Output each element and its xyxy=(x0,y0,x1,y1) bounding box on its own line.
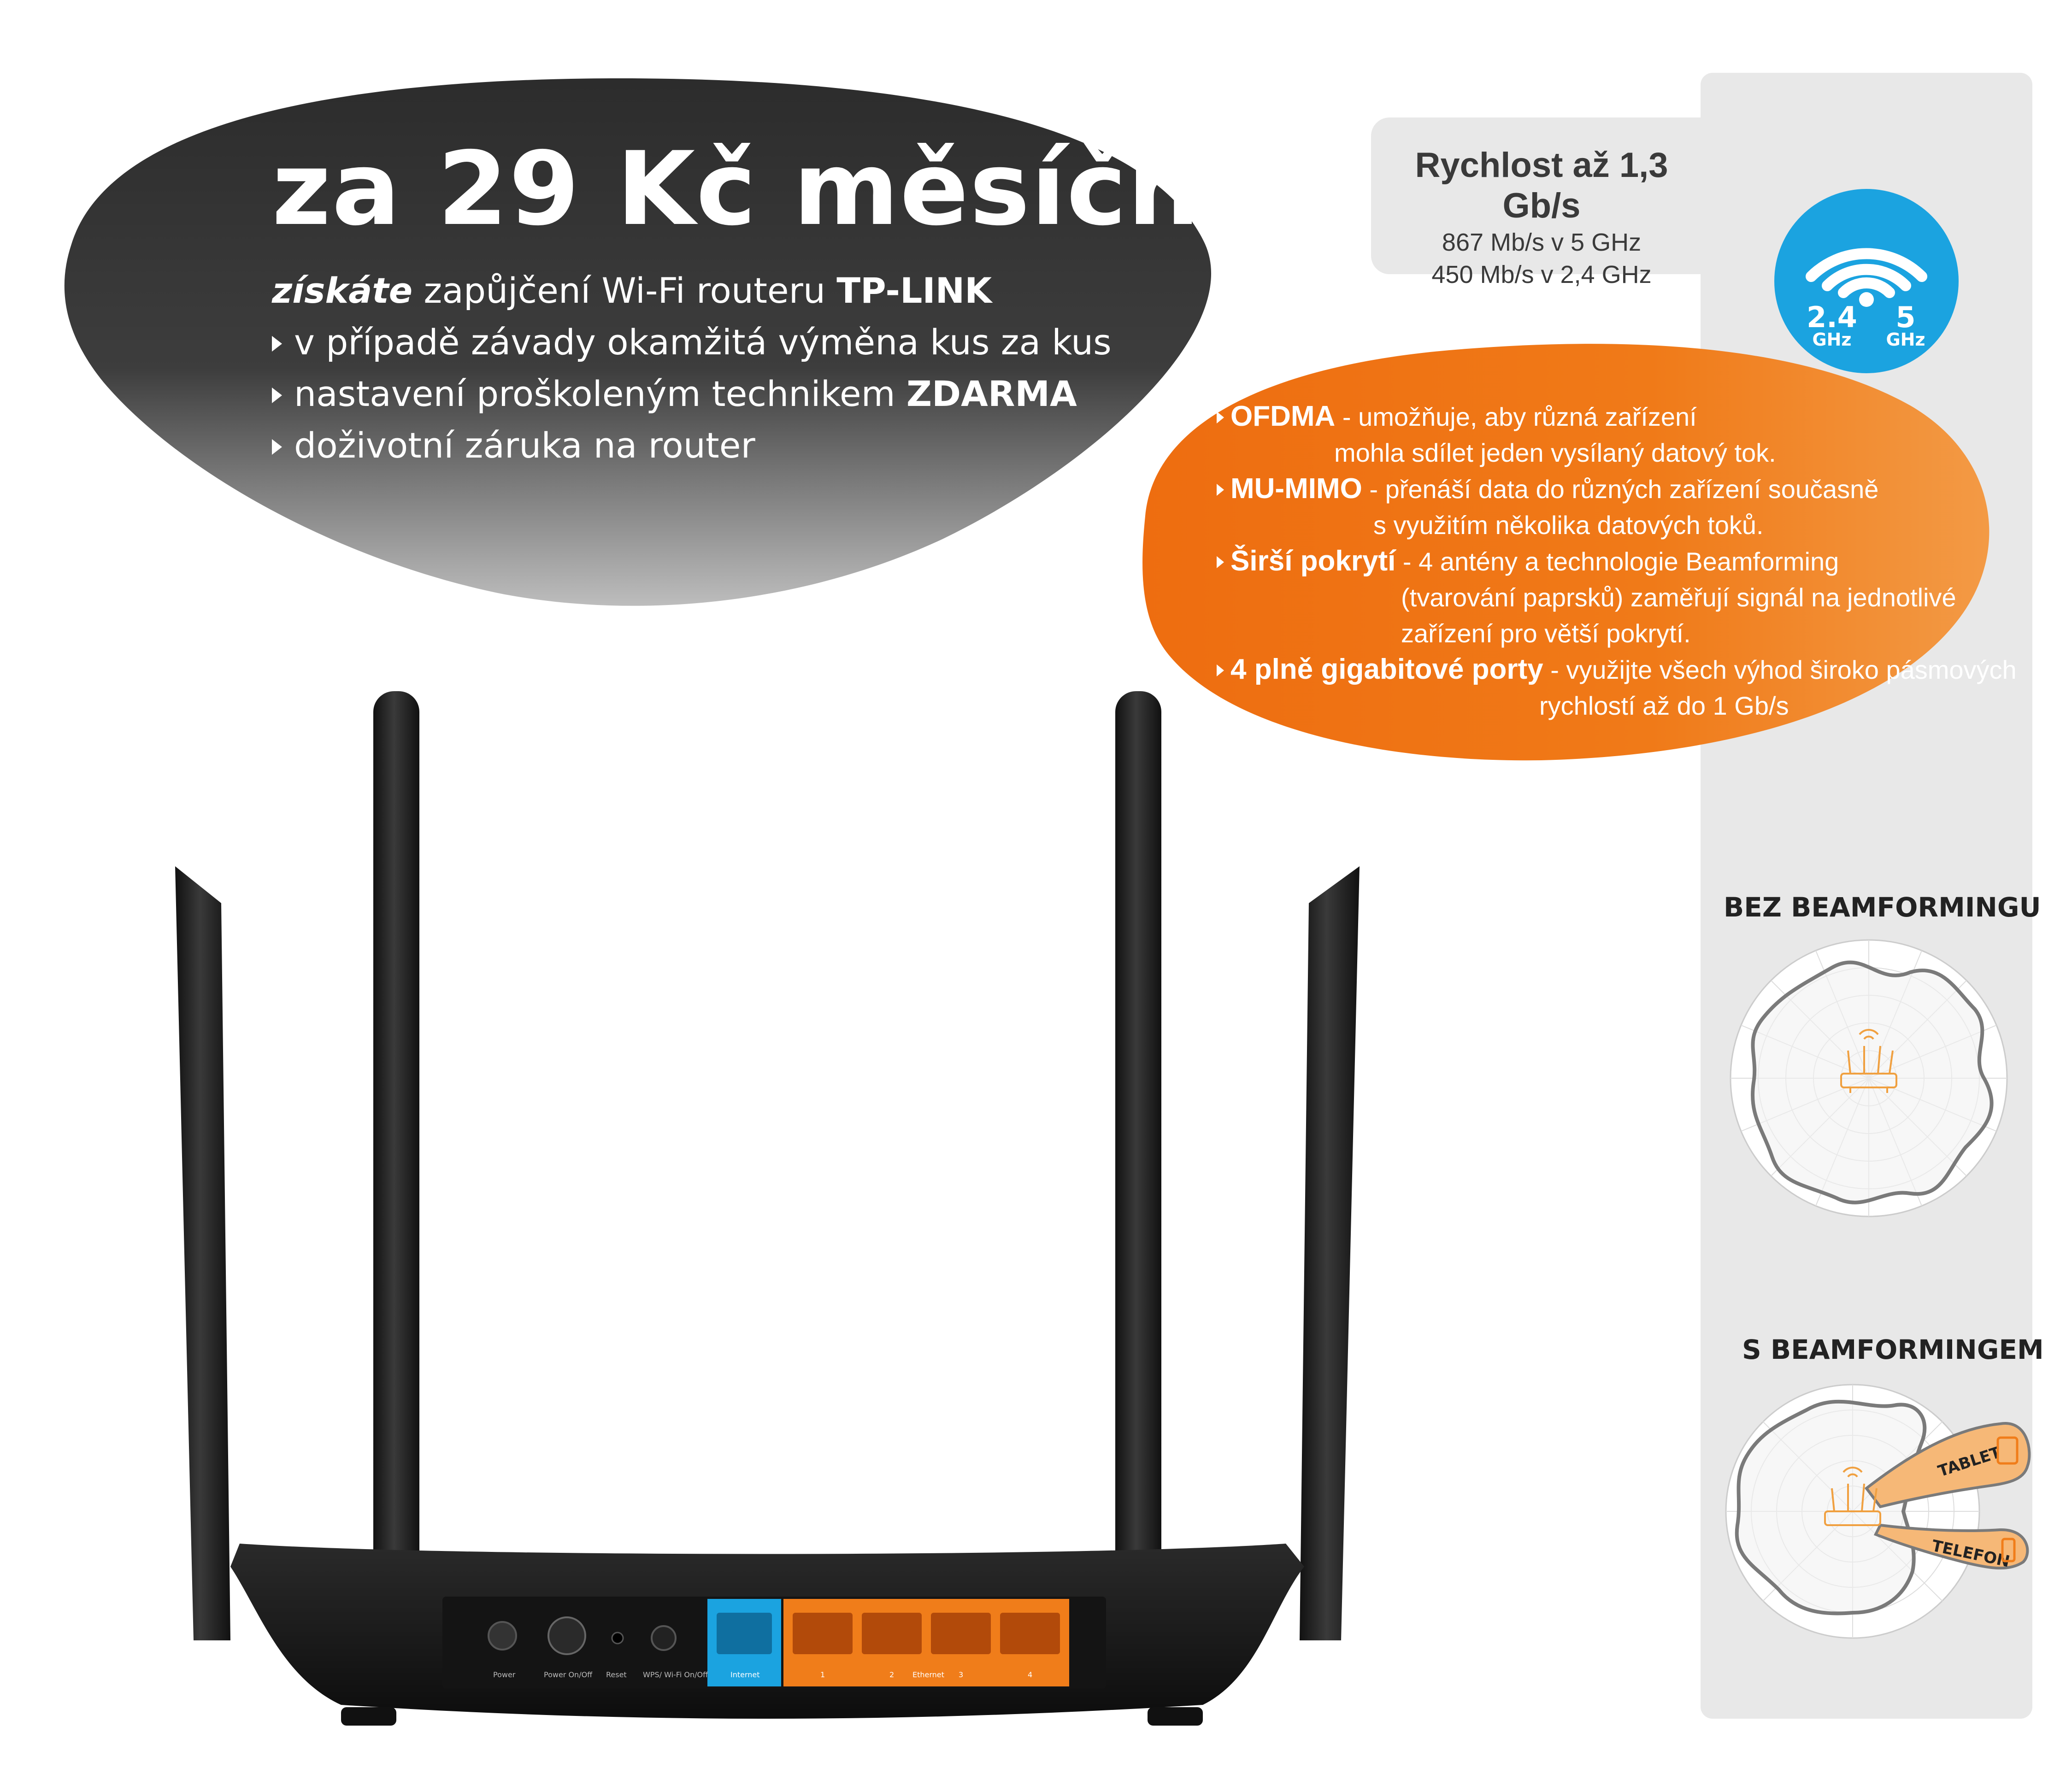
promo-line-setup: nastavení proškoleným technikem ZDARMA xyxy=(272,368,1148,420)
promo-line2-text: v případě závady okamžitá výměna kus za … xyxy=(294,322,1112,363)
feature-mumimo-desc2: s využitím několika datových toků. xyxy=(1373,511,1764,540)
features-blob xyxy=(1142,344,1990,761)
feature-ofdma-title: OFDMA xyxy=(1230,400,1336,432)
coverage-shape xyxy=(1751,960,1994,1204)
without-beamforming-diagram xyxy=(1730,939,2008,1217)
speed-24ghz: 450 Mb/s v 2,4 GHz xyxy=(1431,261,1652,288)
feature-ofdma: OFDMA - umožňuje, aby různá zařízení xyxy=(1217,399,2017,435)
label-power: Power xyxy=(493,1670,516,1679)
speed-info: Rychlost až 1,3 Gb/s 867 Mb/s v 5 GHz 45… xyxy=(1380,145,1703,291)
antenna-inner-right xyxy=(1115,691,1161,1640)
router-foot-right xyxy=(1148,1707,1203,1726)
feature-ofdma-desc2: mohla sdílet jeden vysílaný datový tok. xyxy=(1334,438,1776,467)
promo-line1-mid: zapůjčení Wi-Fi routeru xyxy=(412,270,837,311)
wps-button xyxy=(651,1625,677,1651)
label-reset: Reset xyxy=(606,1670,627,1679)
feature-mumimo-desc: - přenáší data do různých zařízení souča… xyxy=(1362,475,1879,504)
promo-line3-text: nastavení proškoleným technikem xyxy=(294,373,906,414)
feature-ofdma-desc: - umožňuje, aby různá zařízení xyxy=(1335,402,1697,431)
feature-coverage-desc3: zařízení pro větší pokrytí. xyxy=(1401,619,1691,648)
feature-coverage-desc: - 4 antény a technologie Beamforming xyxy=(1395,547,1839,576)
band-5-unit: GHz xyxy=(1886,329,1925,350)
band-24: 2.4 xyxy=(1807,300,1857,334)
label-wps: WPS/ Wi-Fi On/Off xyxy=(643,1670,708,1679)
with-beamforming-diagram: TABLET TELEFON xyxy=(1725,1384,2031,1639)
without-beamforming-title: BEZ BEAMFORMINGU xyxy=(1724,892,2041,923)
label-lan3: 3 xyxy=(959,1670,963,1679)
label-lan4: 4 xyxy=(1028,1670,1032,1679)
wifi-dot xyxy=(1859,292,1874,307)
promo-line1-bold: získáte xyxy=(272,270,413,311)
power-button xyxy=(547,1616,586,1655)
feature-mumimo-title: MU-MIMO xyxy=(1230,473,1362,505)
speed-title: Rychlost až 1,3 Gb/s xyxy=(1415,146,1668,225)
bullet-triangle-icon xyxy=(1217,484,1224,496)
feature-mumimo: MU-MIMO - přenáší data do různých zaříze… xyxy=(1217,471,2017,507)
band-5: 5 xyxy=(1895,300,1915,334)
label-lan2: 2 xyxy=(889,1670,894,1679)
promo-line1-brand: TP-LINK xyxy=(836,270,992,311)
bullet-triangle-icon xyxy=(1217,556,1224,568)
promo-text: za 29 Kč měsíčně získáte zapůjčení Wi-Fi… xyxy=(272,130,1271,471)
tablet-beam xyxy=(1864,1422,2031,1509)
feature-ports-desc: - využijte všech výhod široko pásmových xyxy=(1543,655,2017,684)
label-power-onoff: Power On/Off xyxy=(544,1670,593,1679)
router-icon xyxy=(1840,1029,1897,1093)
speed-box xyxy=(1371,117,1800,274)
router-foot-left xyxy=(341,1707,396,1726)
bullet-triangle-icon xyxy=(272,388,282,403)
reset-hole xyxy=(611,1632,624,1645)
feature-coverage-desc2: (tvarování paprsků) zaměřují signál na j… xyxy=(1401,583,1956,612)
feature-coverage: Širší pokrytí - 4 antény a technologie B… xyxy=(1217,543,2017,580)
with-beamforming-title: S BEAMFORMINGEM xyxy=(1742,1334,2044,1365)
promo-line-warranty: doživotní záruka na router xyxy=(272,420,1148,471)
promo-blob xyxy=(64,78,1212,606)
antenna-outer-right xyxy=(1300,866,1360,1640)
bullet-triangle-icon xyxy=(1217,411,1224,423)
coverage-shape xyxy=(1735,1399,1927,1615)
label-lan1: 1 xyxy=(820,1670,825,1679)
phone-icon xyxy=(2001,1538,2016,1562)
antenna-inner-left xyxy=(373,691,419,1640)
router-image: Power Power On/Off Reset WPS/ Wi-Fi On/O… xyxy=(175,691,1360,1726)
lan-port-sockets xyxy=(793,1613,1060,1654)
bullet-triangle-icon xyxy=(272,336,282,352)
feature-coverage-title: Širší pokrytí xyxy=(1230,545,1396,577)
label-internet: Internet xyxy=(730,1670,760,1679)
features-list: OFDMA - umožňuje, aby různá zařízení moh… xyxy=(1217,399,2017,724)
promo-line-exchange: v případě závady okamžitá výměna kus za … xyxy=(272,317,1148,368)
port-labels: Power Power On/Off Reset WPS/ Wi-Fi On/O… xyxy=(493,1670,1032,1679)
promo-line4-text: doživotní záruka na router xyxy=(294,425,755,466)
phone-beam xyxy=(1873,1523,2029,1570)
wan-port-socket xyxy=(717,1613,772,1654)
band-24-unit: GHz xyxy=(1812,329,1851,350)
router-icon xyxy=(1824,1467,1881,1526)
bullet-triangle-icon xyxy=(272,439,282,455)
promo-line-rental: získáte zapůjčení Wi-Fi routeru TP-LINK xyxy=(272,265,1148,317)
power-jack xyxy=(488,1621,517,1651)
label-ethernet: Ethernet xyxy=(912,1670,944,1679)
wifi-badge: 2.4 GHz 5 GHz xyxy=(1774,189,1959,373)
antenna-outer-left xyxy=(175,866,230,1640)
speed-5ghz: 867 Mb/s v 5 GHz xyxy=(1442,229,1642,256)
tablet-icon xyxy=(1996,1436,2019,1465)
wifi-icon xyxy=(1806,248,1927,298)
bullet-triangle-icon xyxy=(1217,664,1224,676)
promo-headline: za 29 Kč měsíčně xyxy=(272,130,1271,248)
feature-ports-title: 4 plně gigabitové porty xyxy=(1230,653,1543,685)
feature-ports-desc2: rychlostí až do 1 Gb/s xyxy=(1539,691,1789,720)
feature-ports: 4 plně gigabitové porty - využijte všech… xyxy=(1217,652,2017,688)
promo-line3-bold: ZDARMA xyxy=(906,373,1077,414)
